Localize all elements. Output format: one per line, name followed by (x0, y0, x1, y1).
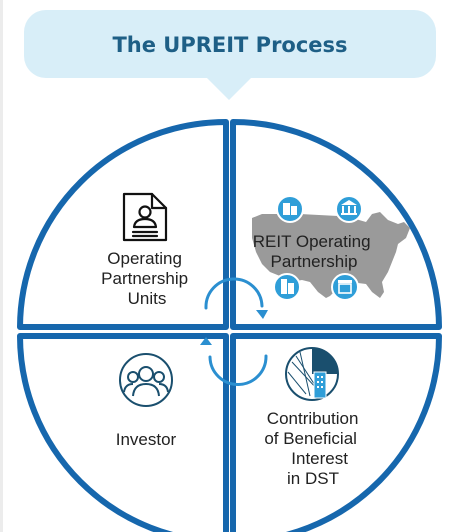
apartment-building-icon (273, 273, 301, 301)
quadrant-outlines (17, 119, 442, 532)
circular-arrows-icon (200, 277, 268, 386)
quadrant-label-top-right: REIT Operating Partnership (253, 232, 376, 271)
top-right-line-2: Partnership (271, 252, 358, 271)
quadrant-label-bottom-right: Contribution of Beneficial Interest in D… (264, 409, 363, 488)
top-right-line-1: REIT Operating (253, 232, 371, 251)
quadrant-bottom-left-outline (17, 333, 229, 532)
building-pie-chart-icon (285, 347, 339, 401)
quadrant-label-top-left: Operating Partnership Units (101, 249, 193, 308)
page-title: The UPREIT Process (112, 33, 347, 57)
left-edge-stripe (0, 0, 3, 532)
quadrant-bottom-right-outline (230, 333, 442, 532)
people-group-icon (119, 353, 173, 407)
quadrant-top-left-outline (17, 119, 229, 330)
bottom-right-line-4: in DST (287, 469, 339, 488)
title-banner: The UPREIT Process (24, 10, 436, 100)
storefront-icon (331, 273, 359, 301)
bottom-right-line-1: Contribution (267, 409, 359, 428)
bottom-left-line-1: Investor (116, 430, 177, 449)
quadrant-label-bottom-left: Investor (116, 430, 177, 449)
bottom-right-line-2: of Beneficial (264, 429, 357, 448)
office-building-icon (276, 195, 304, 223)
top-left-line-3: Units (128, 289, 167, 308)
banner-pointer (206, 77, 252, 100)
bank-building-icon (335, 195, 363, 223)
quadrant-top-right-outline (230, 119, 442, 330)
top-left-line-1: Operating (107, 249, 182, 268)
document-person-icon (122, 192, 168, 242)
banner-background (24, 10, 436, 78)
top-left-line-2: Partnership (101, 269, 188, 288)
bottom-right-line-3: Interest (291, 449, 348, 468)
building-icons-cluster (273, 195, 363, 301)
